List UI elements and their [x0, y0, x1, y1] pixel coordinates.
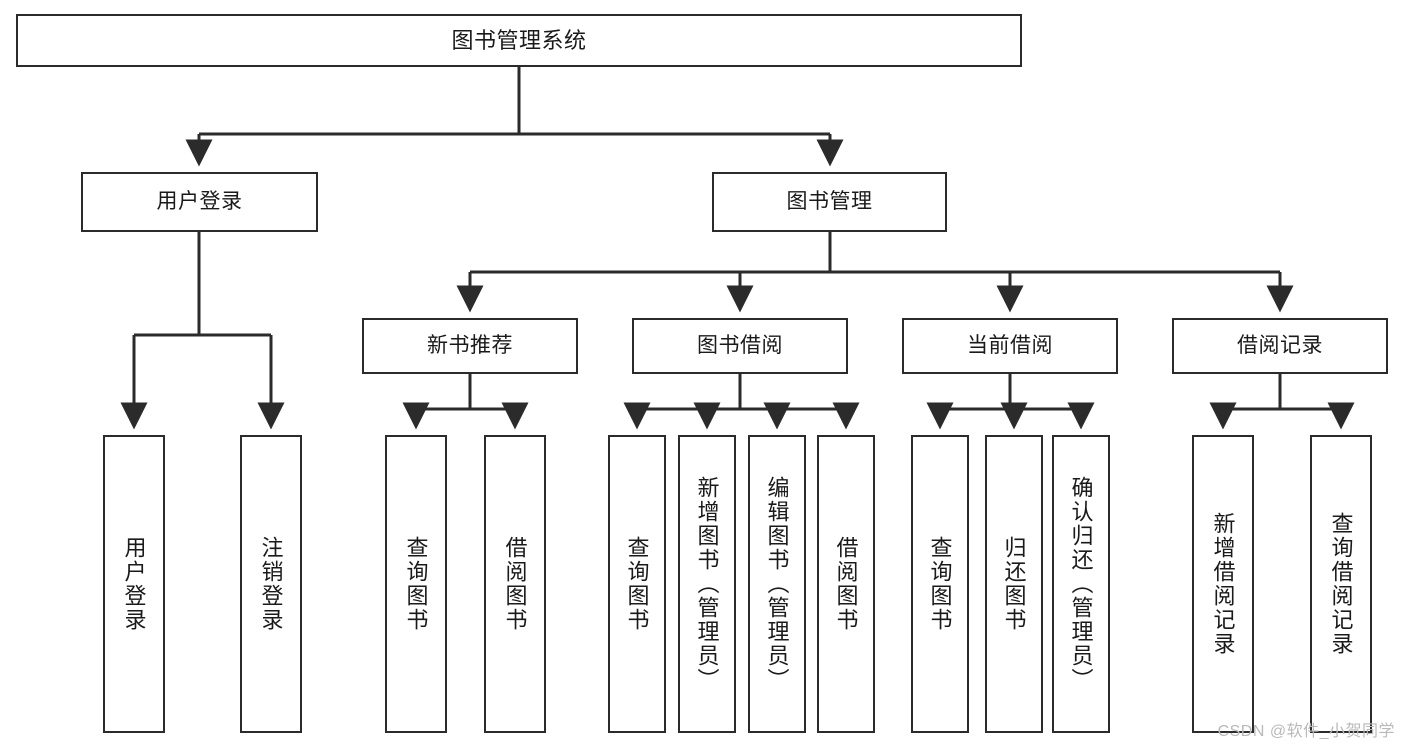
leaf-add-borrow-record[interactable]: 新增借阅记录: [1192, 435, 1254, 733]
node-book-borrow-label: 图书借阅: [697, 333, 783, 357]
leaf-user-logout[interactable]: 注销登录: [240, 435, 302, 733]
leaf-query-book-current[interactable]: 查询图书: [911, 435, 969, 733]
leaf-query-borrow-record-label: 查询借阅记录: [1328, 512, 1354, 656]
leaf-confirm-return[interactable]: 确认归还（管理员）: [1052, 435, 1110, 733]
leaf-borrow-book[interactable]: 借阅图书: [817, 435, 875, 733]
leaf-edit-book-label: 编辑图书（管理员）: [764, 476, 790, 692]
leaf-return-book-label: 归还图书: [1001, 536, 1027, 632]
node-book-manage-label: 图书管理: [786, 189, 873, 213]
node-user-login-label: 用户登录: [156, 189, 243, 213]
leaf-query-book-borrow-label: 查询图书: [624, 536, 650, 632]
leaf-edit-book[interactable]: 编辑图书（管理员）: [748, 435, 806, 733]
leaf-add-borrow-record-label: 新增借阅记录: [1210, 512, 1236, 656]
leaf-borrow-book-recommend[interactable]: 借阅图书: [484, 435, 546, 733]
node-root-label: 图书管理系统: [451, 27, 587, 53]
leaf-user-login-label: 用户登录: [121, 536, 147, 632]
node-borrow-record-label: 借阅记录: [1237, 333, 1323, 357]
node-book-borrow[interactable]: 图书借阅: [632, 318, 848, 374]
node-root[interactable]: 图书管理系统: [16, 14, 1022, 67]
node-current-borrow[interactable]: 当前借阅: [902, 318, 1118, 374]
leaf-add-book-label: 新增图书（管理员）: [694, 476, 720, 692]
leaf-borrow-book-label: 借阅图书: [833, 536, 859, 632]
node-user-login[interactable]: 用户登录: [81, 172, 318, 232]
leaf-query-book-borrow[interactable]: 查询图书: [608, 435, 666, 733]
leaf-user-logout-label: 注销登录: [258, 536, 284, 632]
node-new-book-recommend-label: 新书推荐: [427, 333, 513, 357]
leaf-confirm-return-label: 确认归还（管理员）: [1068, 476, 1094, 692]
leaf-add-book[interactable]: 新增图书（管理员）: [678, 435, 736, 733]
leaf-borrow-book-recommend-label: 借阅图书: [502, 536, 528, 632]
node-borrow-record[interactable]: 借阅记录: [1172, 318, 1388, 374]
node-new-book-recommend[interactable]: 新书推荐: [362, 318, 578, 374]
leaf-return-book[interactable]: 归还图书: [985, 435, 1043, 733]
leaf-user-login[interactable]: 用户登录: [103, 435, 165, 733]
leaf-query-borrow-record[interactable]: 查询借阅记录: [1310, 435, 1372, 733]
node-current-borrow-label: 当前借阅: [967, 333, 1053, 357]
leaf-query-book-current-label: 查询图书: [927, 536, 953, 632]
leaf-query-book-recommend-label: 查询图书: [403, 536, 429, 632]
csdn-watermark: CSDN @软件_小贺同学: [1217, 723, 1395, 740]
node-book-manage[interactable]: 图书管理: [712, 172, 947, 232]
leaf-query-book-recommend[interactable]: 查询图书: [385, 435, 447, 733]
